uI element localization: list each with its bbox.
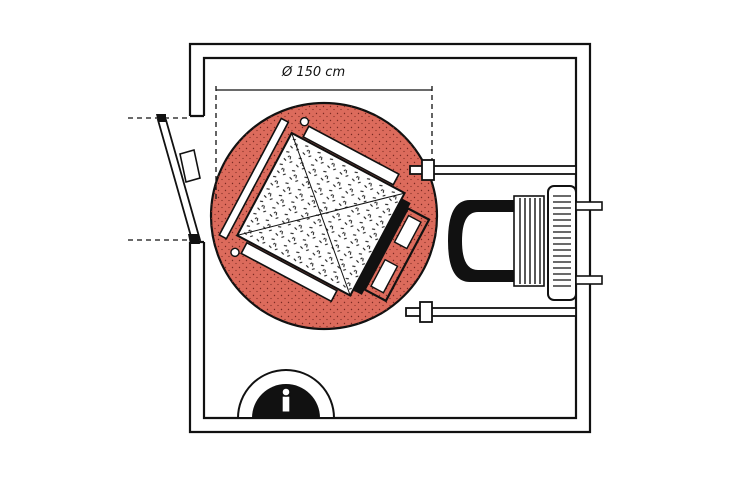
toilet-icon <box>448 185 603 301</box>
dimension-label: Ø 150 cm <box>281 65 345 80</box>
dimension-line <box>215 86 433 200</box>
door-handle <box>179 148 201 184</box>
grab-bar-bottom <box>405 307 577 317</box>
door <box>128 114 202 244</box>
toilet-tank <box>547 185 577 301</box>
grab-bar-icon <box>405 159 577 323</box>
grab-bar-top <box>409 165 577 175</box>
sink-icon <box>236 369 336 419</box>
wheelchair-icon <box>218 116 431 303</box>
